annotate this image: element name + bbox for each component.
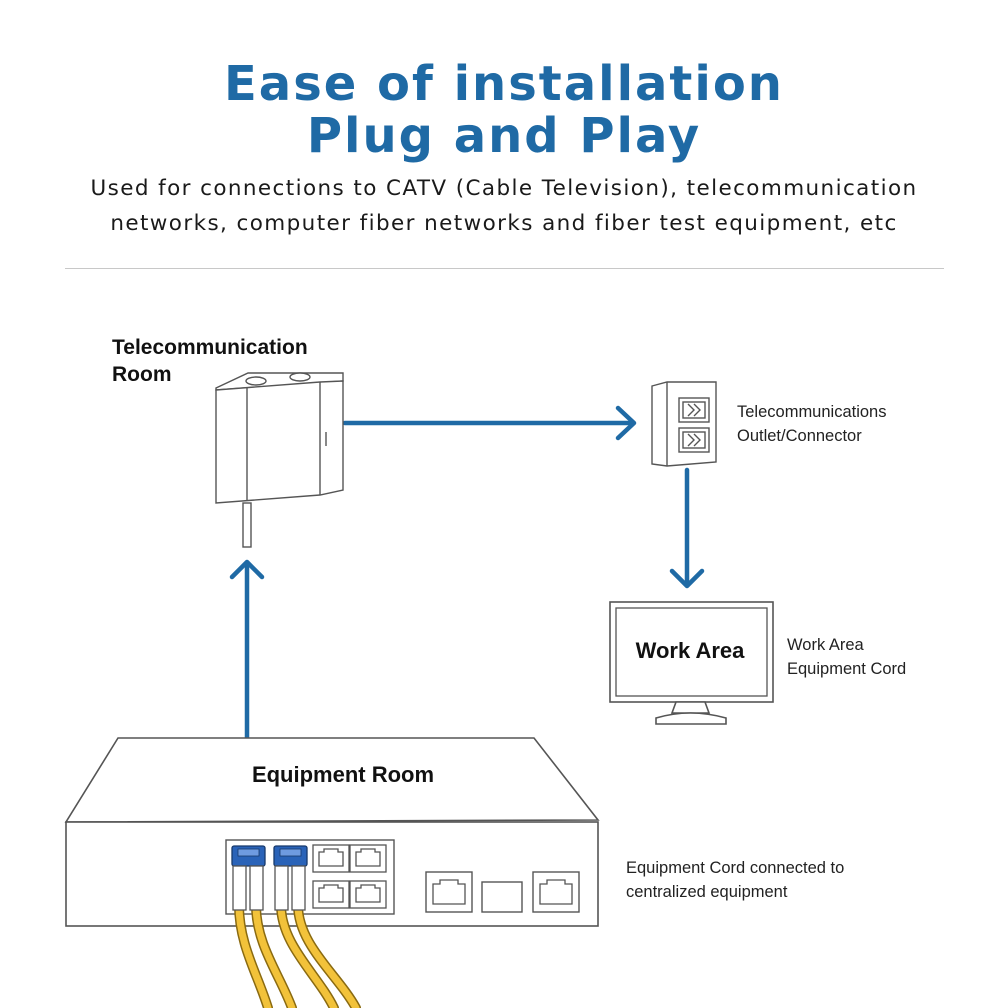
subtitle-line-2: networks, computer fiber networks and fi…: [110, 211, 898, 236]
work-area-cord-line-2: Equipment Cord: [787, 660, 907, 678]
title-line-1: Ease of installation: [224, 56, 784, 112]
work-area-cord-line-1: Work Area: [787, 636, 864, 654]
equipment-cord-line-1: Equipment Cord connected to: [626, 859, 845, 877]
wall-outlet-icon: [651, 381, 717, 467]
telecom-room-label-line-2: Room: [112, 363, 172, 386]
outlet-label: Telecommunications Outlet/Connector: [737, 400, 957, 448]
section-divider: [65, 268, 944, 269]
fiber-cable-icon: [231, 845, 361, 1008]
equipment-cord-label: Equipment Cord connected to centralized …: [626, 856, 956, 904]
monitor-icon: [609, 601, 774, 725]
title-line-2: Plug and Play: [306, 108, 702, 164]
subtitle-line-1: Used for connections to CATV (Cable Tele…: [90, 176, 918, 201]
network-switch-icon: [64, 737, 600, 927]
outlet-label-line-1: Telecommunications: [737, 403, 887, 421]
equipment-cord-line-2: centralized equipment: [626, 883, 788, 901]
equipment-room-label: Equipment Room: [251, 762, 435, 787]
telecom-room-label-line-1: Telecommunication: [112, 336, 308, 359]
arrow-outlet-to-workarea: [669, 467, 705, 589]
telecom-room-label: Telecommunication Room: [112, 334, 362, 388]
telecom-cabinet-icon: [215, 372, 344, 548]
arrow-equipment-to-cabinet: [229, 559, 265, 741]
outlet-label-line-2: Outlet/Connector: [737, 427, 862, 445]
work-area-cord-label: Work Area Equipment Cord: [787, 633, 987, 681]
arrow-cabinet-to-outlet: [342, 405, 637, 441]
work-area-label: Work Area: [635, 638, 745, 663]
